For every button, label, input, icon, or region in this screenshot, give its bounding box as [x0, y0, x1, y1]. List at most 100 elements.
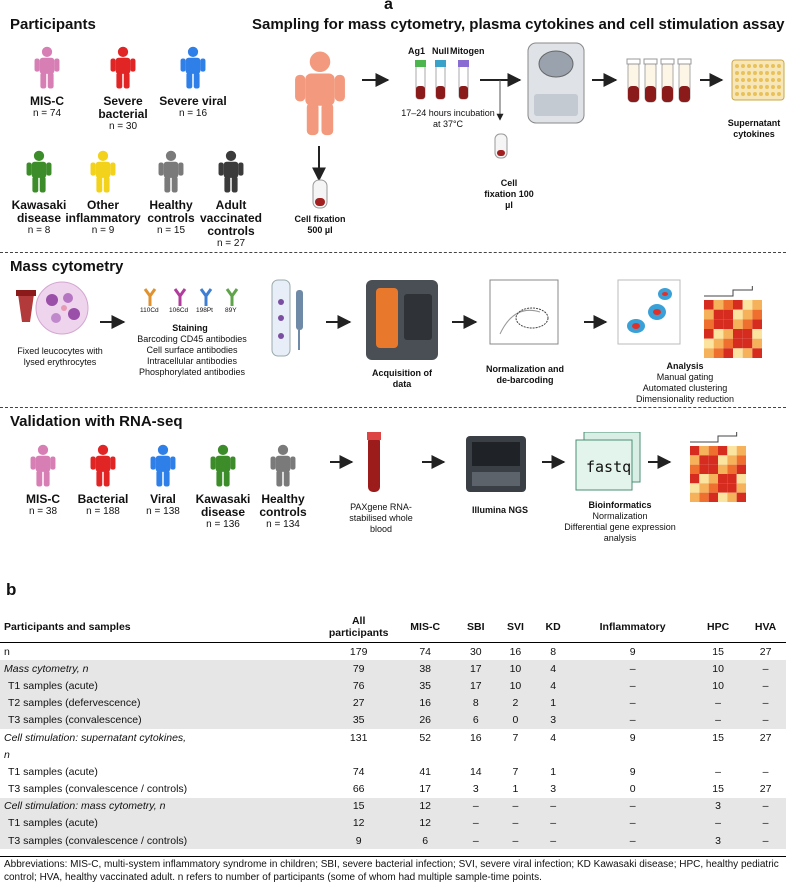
table-cell: 9 [629, 731, 636, 744]
table-cell: – [568, 814, 692, 833]
group-count: n = 16 [178, 108, 208, 119]
heatmap-cell [708, 483, 718, 493]
group-count: n = 134 [266, 519, 300, 530]
group-count: n = 30 [108, 121, 138, 132]
table-cell: – [715, 765, 722, 778]
heatmap-cell [742, 338, 753, 349]
table-cell: 27 [759, 783, 772, 796]
heatmap-cell [723, 300, 733, 310]
heatmap-cell [704, 309, 714, 320]
table-cell: 8 [550, 645, 557, 658]
incubation-text: 17–24 hours incubation at 37°C [401, 108, 495, 129]
plate-well [735, 85, 739, 89]
staining-line: Cell surface antibodies [146, 345, 238, 355]
table-header-cell: SBI [452, 612, 493, 643]
table-footnote: Abbreviations: MIS-C, multi-system infla… [0, 856, 786, 884]
table-row: n [0, 746, 786, 763]
illumina-text: Illumina NGS [471, 505, 528, 515]
table-cell: 8 [452, 694, 493, 712]
heatmap-cell [690, 474, 700, 484]
heatmap-cell [727, 455, 737, 465]
staining-line: Barcoding CD45 antibodies [137, 334, 247, 344]
fixation-tube-small [494, 133, 508, 159]
table-cell: 38 [391, 660, 453, 678]
table-cell: 4 [532, 660, 569, 678]
plate-well [741, 85, 745, 89]
plate-well [765, 78, 769, 82]
heatmap-cell [752, 348, 762, 358]
fixed-leucocytes-text: Fixed leucocytes with lysed erythrocytes [17, 346, 103, 367]
table-header-cell: SVI [492, 612, 533, 643]
fixation-tube-large [312, 179, 328, 209]
table-cell: 131 [349, 731, 368, 744]
table-header-cell: Participants and samples [0, 612, 320, 643]
plate-well [771, 71, 775, 75]
heatmap-cell [713, 329, 724, 339]
person-icon [180, 46, 206, 89]
table-cell: 179 [349, 645, 368, 658]
table-cell: 7 [512, 731, 519, 744]
heatmap-cell [699, 464, 709, 474]
table-header-cell: Inflammatory [568, 612, 692, 643]
heatmap-cell [713, 309, 724, 320]
heatmap-cell [733, 329, 743, 339]
heatmap-cell [723, 329, 733, 339]
group-label: Other inflammatory [65, 198, 141, 225]
heatmap-cell [708, 474, 718, 484]
heatmap-cell [704, 348, 714, 358]
heatmap-cell [736, 483, 746, 493]
plate-well [771, 85, 775, 89]
supernatant-tubes [626, 58, 692, 103]
table-cell: 9 [319, 832, 392, 850]
heatmap-cell [704, 300, 714, 310]
table-cell: 27 [319, 694, 392, 712]
table-cell: 3 [472, 783, 479, 796]
heatmap-cell [704, 329, 714, 339]
group-count: n = 138 [146, 506, 180, 517]
heatmap-cell [713, 300, 724, 310]
row-label: T3 samples (convalescence / controls) [0, 832, 320, 850]
table-cell: 52 [419, 731, 432, 744]
table-cell: – [452, 814, 493, 833]
sample-tube-pipette-icon [271, 279, 303, 357]
heatmap-cell [742, 309, 753, 320]
table-cell: – [691, 814, 740, 833]
table-cell: 15 [712, 731, 724, 744]
group-label: Adult vaccinated controls [199, 198, 263, 238]
heatmap-cell [742, 319, 753, 329]
gating-plot-icon [489, 279, 559, 345]
heatmap-cell [708, 455, 718, 465]
group-label: Healthy controls [147, 198, 195, 225]
table-cell: – [691, 711, 740, 729]
plate-well [765, 92, 769, 96]
table-cell: 17 [452, 677, 493, 695]
table-cell: – [739, 832, 786, 850]
table-cell: 10 [492, 660, 533, 678]
plate-well [741, 92, 745, 96]
table-cell: 26 [391, 711, 453, 729]
analysis-list: Manual gating Automated clustering Dimen… [620, 372, 750, 405]
heatmap-cell [736, 464, 746, 474]
plate-well [741, 64, 745, 68]
heatmap-cell [718, 483, 728, 493]
table-cell: – [492, 814, 533, 833]
table-cell: 35 [391, 677, 453, 695]
heatmap-cell [713, 338, 724, 349]
bioinformatics-title: Bioinformatics [588, 500, 652, 510]
tube-label-null: Null [432, 46, 449, 56]
table-cell: – [739, 814, 786, 833]
heatmap-cell [742, 300, 753, 310]
plate-well [771, 92, 775, 96]
table-cell: – [739, 797, 786, 815]
plate-well [747, 78, 751, 82]
table-cell: – [568, 660, 692, 678]
plate-well [747, 71, 751, 75]
heatmap-cell [690, 483, 700, 493]
